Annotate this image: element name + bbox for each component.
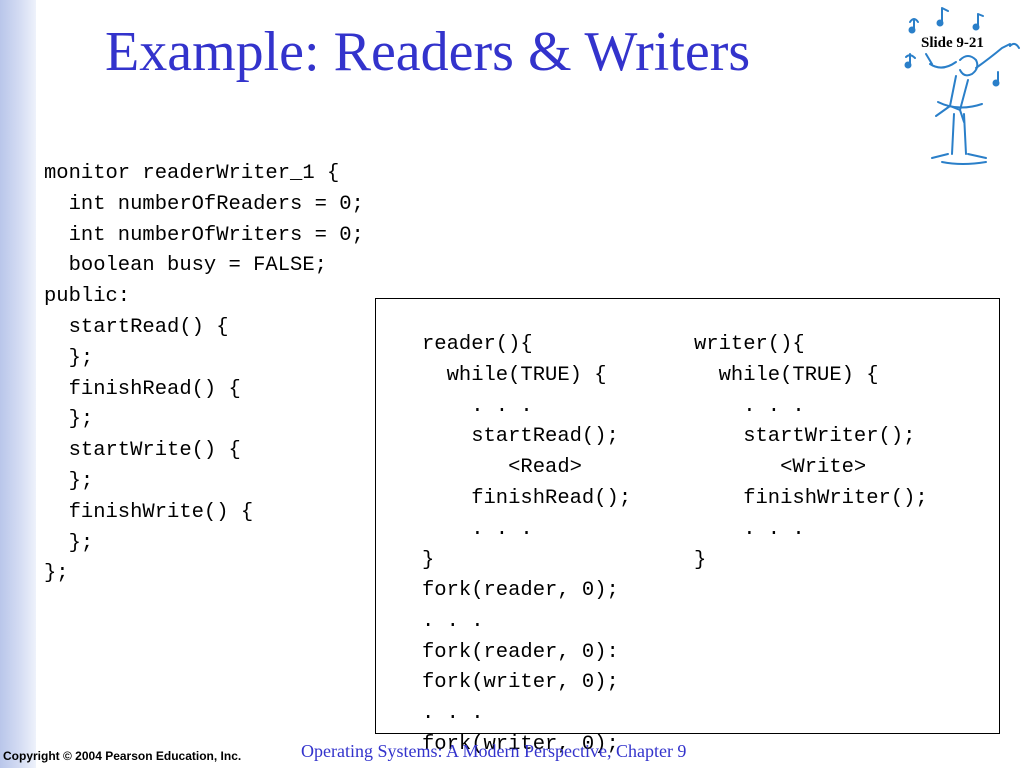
monitor-code: monitor readerWriter_1 { int numberOfRea…: [44, 162, 364, 586]
copyright-notice: Copyright © 2004 Pearson Education, Inc.: [3, 749, 242, 763]
left-gradient-bar: [0, 0, 36, 768]
slide-title: Example: Readers & Writers: [105, 21, 751, 83]
fork-code: fork(reader, 0); . . . fork(reader, 0): …: [422, 579, 619, 756]
thread-code-box: reader(){ while(TRUE) { . . . startRead(…: [375, 298, 1000, 756]
writer-code: writer(){ while(TRUE) { . . . startWrite…: [694, 333, 928, 572]
musician-conductor-icon: [904, 7, 1020, 165]
reader-code: reader(){ while(TRUE) { . . . startRead(…: [422, 333, 632, 572]
footer-text: Operating Systems: A Modern Perspective,…: [301, 741, 687, 761]
slide-number: Slide 9-21: [921, 35, 984, 51]
